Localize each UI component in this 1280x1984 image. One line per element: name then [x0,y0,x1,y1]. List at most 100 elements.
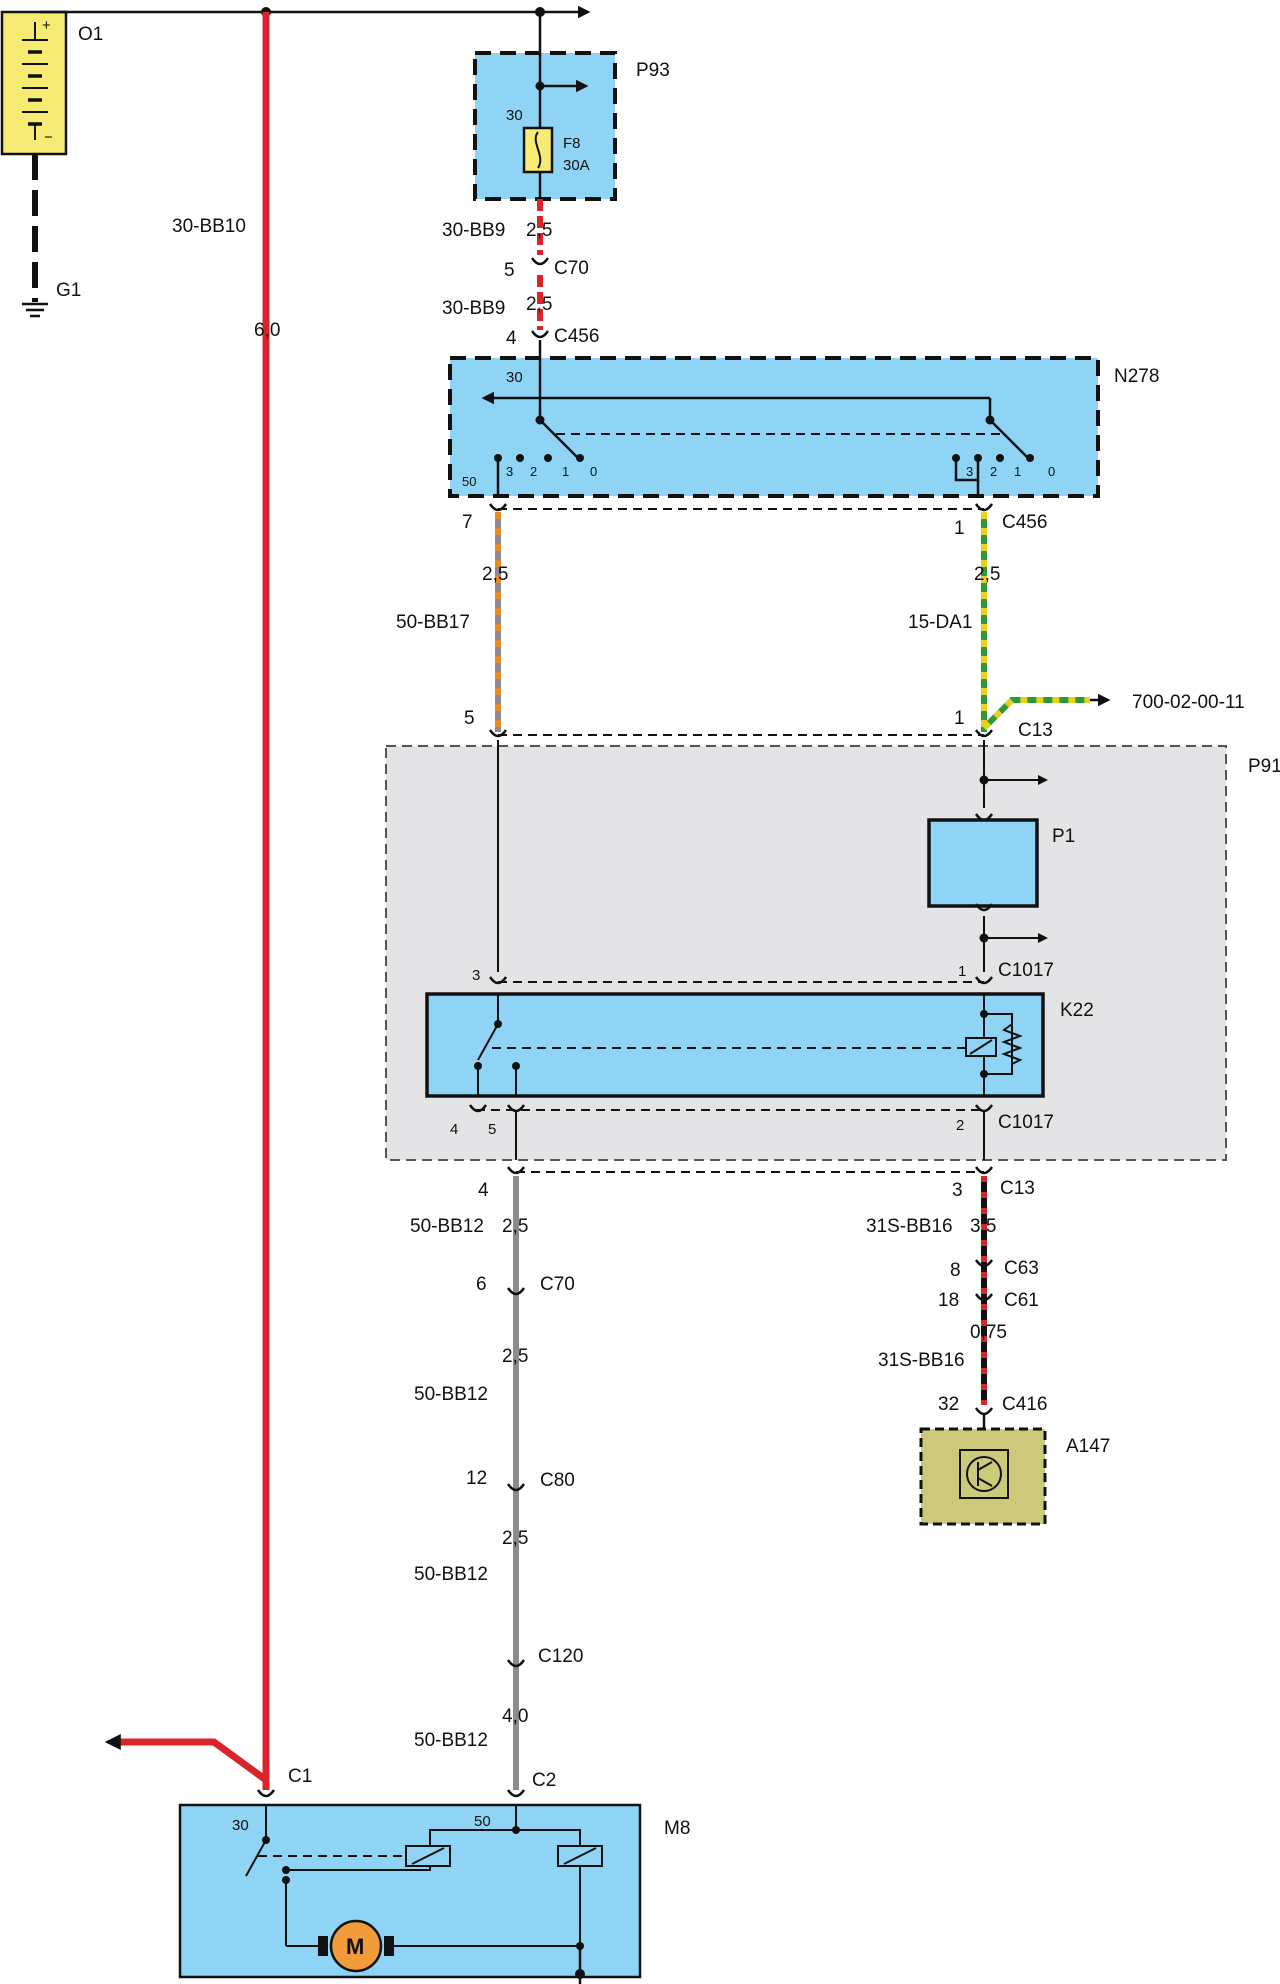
k22-box [425,992,1045,1098]
label-n278-r1: 1 [1014,464,1021,479]
label-p1: P1 [1052,826,1075,847]
label-wire-bb12-code-4: 50-BB12 [414,1730,488,1751]
label-o1: O1 [78,24,103,45]
label-c1017a-pin-r: 1 [958,963,966,980]
label-wire-bb16-code-1: 31S-BB16 [866,1216,953,1237]
p93-box [473,51,617,201]
connector-mark [974,503,994,512]
label-n278-l2: 2 [530,464,537,479]
label-wire-bb12-size-4: 4,0 [502,1706,528,1727]
label-wire-bb16-code-2: 31S-BB16 [878,1350,965,1371]
label-c1: C1 [288,1766,312,1787]
a147-box [919,1427,1047,1526]
label-k22-pin4: 4 [450,1121,458,1138]
connector-mark [974,1104,994,1113]
label-wire-da1-code: 15-DA1 [908,612,972,633]
connector-mark [974,976,994,985]
label-wire-bb12-size-2: 2,5 [502,1346,528,1367]
label-wire-bb12-code-2: 50-BB12 [414,1384,488,1405]
label-fuse-id: F8 [563,135,581,152]
label-c2: C2 [532,1770,556,1791]
label-wire-bb12-size-1: 2,5 [502,1216,528,1237]
label-c70b: C70 [540,1274,575,1295]
label-n278-pin50: 50 [462,474,476,489]
label-wire-bb12-size-3: 2,5 [502,1528,528,1549]
label-wire-da1-size: 2,5 [974,564,1000,585]
connector-mark [506,1166,526,1175]
label-wire-bb9-size-1: 2,5 [526,220,552,241]
label-p91: P91 [1248,756,1280,777]
label-c456a-pin: 4 [506,328,517,349]
motor-symbol [329,1919,383,1973]
label-c80-pin: 12 [466,1468,487,1489]
connector-mark [488,503,508,512]
label-c1017a: C1017 [998,960,1054,981]
label-n278: N278 [1114,366,1159,387]
label-c13a-pin-r: 1 [954,708,965,729]
label-motor: M [346,1934,364,1959]
connector-mark [974,1407,994,1416]
label-n278-r3: 3 [966,464,973,479]
connector-mark [974,903,994,912]
label-c13a: C13 [1018,720,1053,741]
n278-box [448,356,1100,498]
label-wire-bb9-size-2: 2,5 [526,294,552,315]
label-wire-bb9-code-2: 30-BB9 [442,298,505,319]
label-wire-bb9-code-1: 30-BB9 [442,220,505,241]
label-n278-r2: 2 [990,464,997,479]
connector-mark [488,976,508,985]
label-c13b: C13 [1000,1178,1035,1199]
label-g1: G1 [56,280,81,301]
label-k22: K22 [1060,1000,1094,1021]
label-c416: C416 [1002,1394,1047,1415]
connector-mark [256,1789,276,1798]
label-wire-bb12-code-1: 50-BB12 [410,1216,484,1237]
connector-mark [974,729,994,738]
label-m8-pin30: 30 [232,1817,249,1834]
label-n278-pin30: 30 [506,369,523,386]
label-wire-bb16-size-1: 3,5 [970,1216,996,1237]
p91-box [385,745,1227,1161]
connector-mark [974,813,994,822]
label-n278-l1: 1 [562,464,569,479]
label-c1017b-pin-r: 2 [956,1117,964,1134]
connector-mark [530,330,550,339]
label-m8-pin50: 50 [474,1813,491,1830]
connector-mark [974,1166,994,1175]
label-k22-pin5: 5 [488,1121,496,1138]
label-c61-pin: 18 [938,1290,959,1311]
label-c416-pin: 32 [938,1394,959,1415]
label-c13b-pin-r: 3 [952,1180,963,1201]
connector-mark [506,1789,526,1798]
connector-mark [468,1104,488,1113]
connector-mark [530,257,550,266]
label-p93: P93 [636,60,670,81]
p1-box [927,818,1039,908]
label-c63: C63 [1004,1258,1039,1279]
m8-box [178,1803,642,1979]
label-c456b-pin-l: 7 [462,512,473,533]
connector-mark [506,1287,526,1296]
connector-mark [506,1659,526,1668]
label-c120: C120 [538,1646,583,1667]
label-wire-bb17-code: 50-BB17 [396,612,470,633]
connector-mark [974,1293,994,1302]
label-a147: A147 [1066,1436,1110,1457]
label-n278-l3: 3 [506,464,513,479]
label-c63-pin: 8 [950,1260,961,1281]
label-c13b-pin-l-text: 4 [478,1180,489,1201]
label-c70a: C70 [554,258,589,279]
label-wire-bb16-size-2: 0,75 [970,1322,1007,1343]
svg-text:+: + [42,17,51,34]
label-wire-bb17-size: 2,5 [482,564,508,585]
label-p93-pin30: 30 [506,107,523,124]
label-c13a-pin-l: 5 [464,708,475,729]
connector-mark [488,729,508,738]
connector-mark [506,1104,526,1113]
svg-text:−: − [44,129,53,146]
label-wire-ref: 700-02-00-11 [1132,692,1245,713]
label-c70b-pin: 6 [476,1274,487,1295]
label-m8: M8 [664,1818,690,1839]
connector-mark [974,1259,994,1268]
